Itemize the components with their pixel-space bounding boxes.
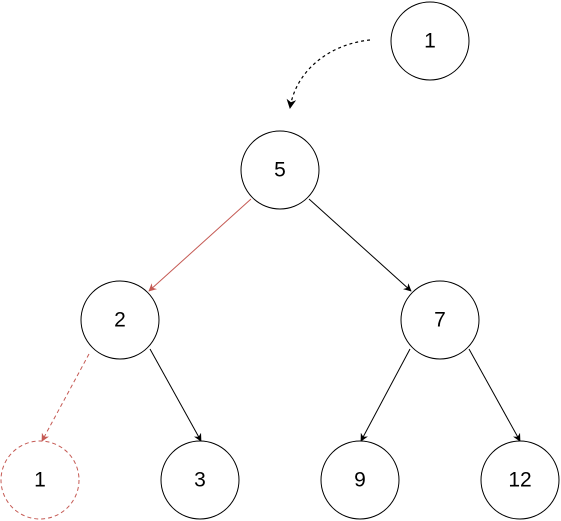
- node-incoming: 1: [390, 1, 470, 81]
- edge-root-to-left-child: [148, 198, 252, 292]
- node-right-child-label: 7: [434, 309, 446, 332]
- node-leaf-12: 12: [480, 440, 560, 520]
- node-left-child-label: 2: [114, 309, 126, 332]
- node-leaf-3-label: 3: [194, 469, 206, 492]
- node-incoming-label: 1: [424, 30, 436, 53]
- node-leaf-12-label: 12: [508, 469, 531, 492]
- edge-right-child-to-leaf-12: [468, 348, 521, 442]
- edge-right-child-to-leaf-9: [360, 348, 411, 442]
- node-right-child: 7: [400, 280, 480, 360]
- node-root-label: 5: [274, 159, 286, 182]
- node-leaf-3: 3: [160, 440, 240, 520]
- node-left-child: 2: [80, 280, 160, 360]
- edge-incoming-to-root: [286, 39, 371, 109]
- node-root: 5: [240, 130, 320, 210]
- edge-root-to-right-child: [308, 198, 412, 292]
- edge-left-child-to-new-leaf: [41, 353, 90, 442]
- node-leaf-9: 9: [320, 440, 400, 520]
- edge-left-child-to-leaf-3: [149, 348, 202, 442]
- node-new-leaf: 1: [0, 440, 80, 520]
- node-leaf-9-label: 9: [354, 469, 366, 492]
- node-new-leaf-label: 1: [34, 469, 46, 492]
